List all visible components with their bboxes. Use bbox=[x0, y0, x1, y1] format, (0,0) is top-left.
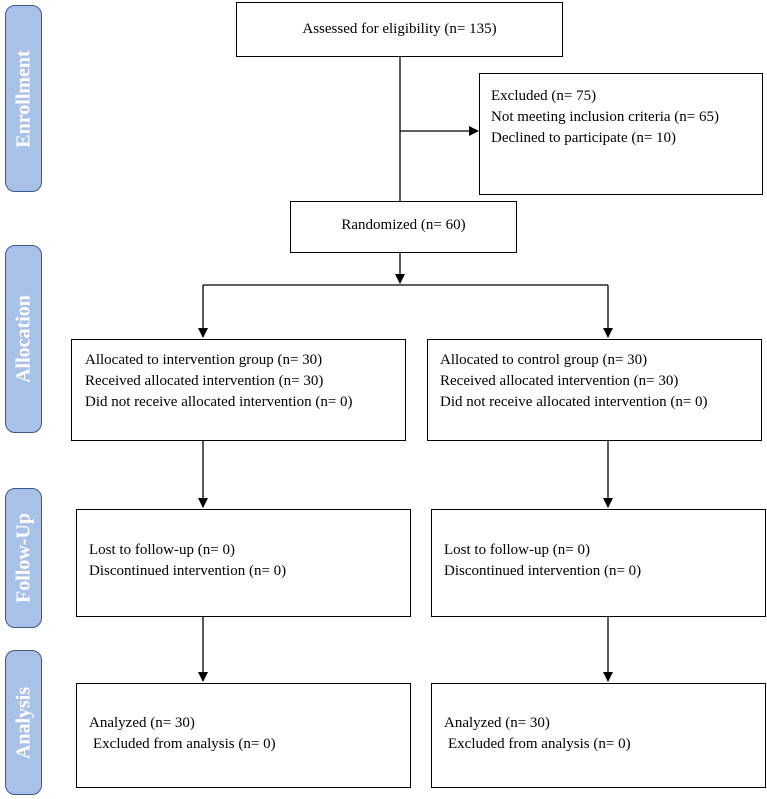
followup-intervention-box: Lost to follow-up (n= 0) Discontinued in… bbox=[76, 509, 411, 617]
allocation-control-line2: Received allocated intervention (n= 30) bbox=[440, 373, 679, 389]
assessed-text: Assessed for eligibility (n= 135) bbox=[302, 21, 497, 37]
allocation-intervention-box: Allocated to intervention group (n= 30) … bbox=[71, 339, 406, 441]
stage-followup-label: Follow-Up bbox=[12, 513, 34, 603]
followup-control-line2: Discontinued intervention (n= 0) bbox=[444, 563, 642, 579]
allocation-intervention-line3: Did not receive allocated intervention (… bbox=[85, 394, 353, 410]
randomized-text: Randomized (n= 60) bbox=[341, 217, 466, 233]
analysis-control-line2: Excluded from analysis (n= 0) bbox=[448, 736, 631, 752]
excluded-not-meeting-criteria: Not meeting inclusion criteria (n= 65) bbox=[491, 109, 719, 125]
stage-analysis: Analysis bbox=[5, 650, 42, 795]
followup-intervention-line1: Lost to follow-up (n= 0) bbox=[89, 542, 235, 558]
analysis-intervention-box: Analyzed (n= 30) Excluded from analysis … bbox=[76, 683, 411, 788]
randomized-box: Randomized (n= 60) bbox=[290, 201, 517, 253]
analysis-intervention-line1: Analyzed (n= 30) bbox=[89, 715, 195, 731]
allocation-control-box: Allocated to control group (n= 30) Recei… bbox=[427, 339, 762, 441]
allocation-intervention-line2: Received allocated intervention (n= 30) bbox=[85, 373, 324, 389]
assessed-box: Assessed for eligibility (n= 135) bbox=[236, 2, 563, 57]
stage-analysis-label: Analysis bbox=[12, 686, 34, 759]
allocation-control-line3: Did not receive allocated intervention (… bbox=[440, 394, 708, 410]
followup-control-line1: Lost to follow-up (n= 0) bbox=[444, 542, 590, 558]
followup-intervention-line2: Discontinued intervention (n= 0) bbox=[89, 563, 287, 579]
followup-control-box: Lost to follow-up (n= 0) Discontinued in… bbox=[431, 509, 766, 617]
stage-followup: Follow-Up bbox=[5, 488, 42, 628]
excluded-title: Excluded (n= 75) bbox=[491, 88, 597, 104]
analysis-control-box: Analyzed (n= 30) Excluded from analysis … bbox=[431, 683, 766, 788]
allocation-intervention-line1: Allocated to intervention group (n= 30) bbox=[85, 352, 323, 368]
stage-enrollment: Enrollment bbox=[5, 5, 42, 192]
allocation-control-line1: Allocated to control group (n= 30) bbox=[440, 352, 648, 368]
stage-allocation: Allocation bbox=[5, 245, 42, 433]
excluded-declined: Declined to participate (n= 10) bbox=[491, 130, 677, 146]
excluded-box: Excluded (n= 75) Not meeting inclusion c… bbox=[479, 73, 763, 195]
stage-allocation-label: Allocation bbox=[12, 295, 34, 383]
stage-enrollment-label: Enrollment bbox=[12, 49, 34, 148]
analysis-control-line1: Analyzed (n= 30) bbox=[444, 715, 550, 731]
analysis-intervention-line2: Excluded from analysis (n= 0) bbox=[93, 736, 276, 752]
